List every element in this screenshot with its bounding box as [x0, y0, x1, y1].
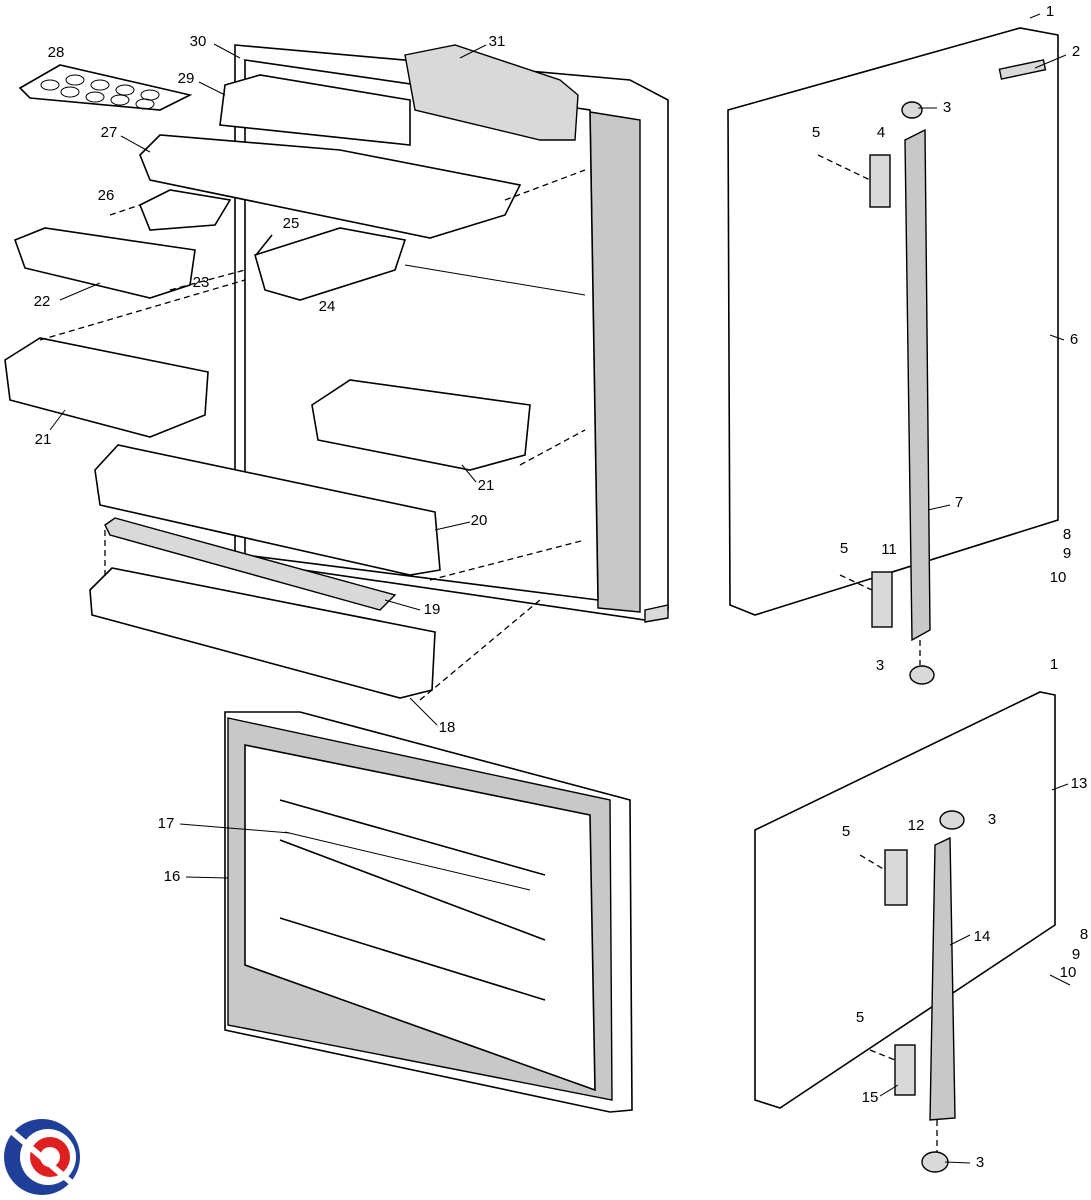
- part-29-dairy-compartment: [219, 74, 411, 146]
- label-1b: 1: [1050, 656, 1058, 673]
- guide-lines: [39, 169, 586, 701]
- label-5: 5: [812, 124, 820, 141]
- label-3b: 3: [876, 657, 884, 674]
- part-14-gasket: [929, 836, 956, 1121]
- label-8: 8: [1063, 526, 1071, 543]
- freezer-side-door: [754, 691, 1056, 1173]
- part-21-bin-left: [4, 337, 209, 438]
- label-22: 22: [34, 293, 51, 310]
- label-3: 3: [943, 99, 951, 116]
- label-28: 28: [48, 44, 65, 61]
- part-20-door-shelf: [94, 444, 441, 576]
- label-16: 16: [164, 868, 181, 885]
- refrigerator-door: [727, 27, 1059, 685]
- label-20: 20: [471, 512, 488, 529]
- label-9b: 9: [1072, 946, 1080, 963]
- part-18-door-shelf: [89, 567, 436, 699]
- label-21b: 21: [35, 431, 52, 448]
- part-25-pin: [255, 234, 273, 256]
- part-24-holder: [254, 227, 407, 301]
- label-26: 26: [98, 187, 115, 204]
- label-11: 11: [881, 541, 897, 558]
- label-14: 14: [974, 928, 991, 945]
- label-15: 15: [862, 1089, 879, 1106]
- label-13: 13: [1071, 775, 1088, 792]
- label-6: 6: [1070, 331, 1078, 348]
- part-19-rail: [104, 517, 397, 611]
- label-30: 30: [190, 33, 207, 50]
- label-2: 2: [1072, 43, 1080, 60]
- label-23: 23: [193, 274, 210, 291]
- label-12: 12: [908, 817, 925, 834]
- label-29: 29: [178, 70, 195, 87]
- label-9: 9: [1063, 545, 1071, 562]
- label-8b: 8: [1080, 926, 1088, 943]
- label-19: 19: [424, 601, 441, 618]
- label-24: 24: [319, 298, 336, 315]
- label-10: 10: [1050, 569, 1067, 586]
- label-3d: 3: [976, 1154, 984, 1171]
- label-31: 31: [489, 33, 506, 50]
- part-7-gasket: [904, 128, 931, 642]
- part-26-bracket: [138, 189, 232, 231]
- part-22-drawer: [13, 227, 196, 299]
- label-18: 18: [439, 719, 456, 736]
- label-5d: 5: [856, 1009, 864, 1026]
- freezer-door: [224, 711, 633, 1113]
- part-28-egg-tray: [18, 64, 193, 111]
- label-4: 4: [877, 124, 885, 141]
- label-5c: 5: [842, 823, 850, 840]
- label-10b: 10: [1060, 964, 1077, 981]
- label-1: 1: [1046, 3, 1054, 20]
- label-27: 27: [101, 124, 118, 141]
- label-7: 7: [955, 494, 963, 511]
- part-labels: 1 2 3 4 5 6 7 8 9 10 11 5 3 1 13 3 12 5 …: [34, 3, 1089, 1171]
- part-31-crisper-cover: [404, 44, 579, 141]
- label-17: 17: [158, 815, 175, 832]
- part-27-shelf: [139, 134, 522, 239]
- leader-lines: [49, 13, 1071, 1164]
- label-5b: 5: [840, 540, 848, 557]
- label-21: 21: [478, 477, 495, 494]
- part-21-bin-right: [311, 379, 531, 471]
- brand-logo: [4, 1119, 82, 1195]
- label-25: 25: [283, 215, 300, 232]
- label-3c: 3: [988, 811, 996, 828]
